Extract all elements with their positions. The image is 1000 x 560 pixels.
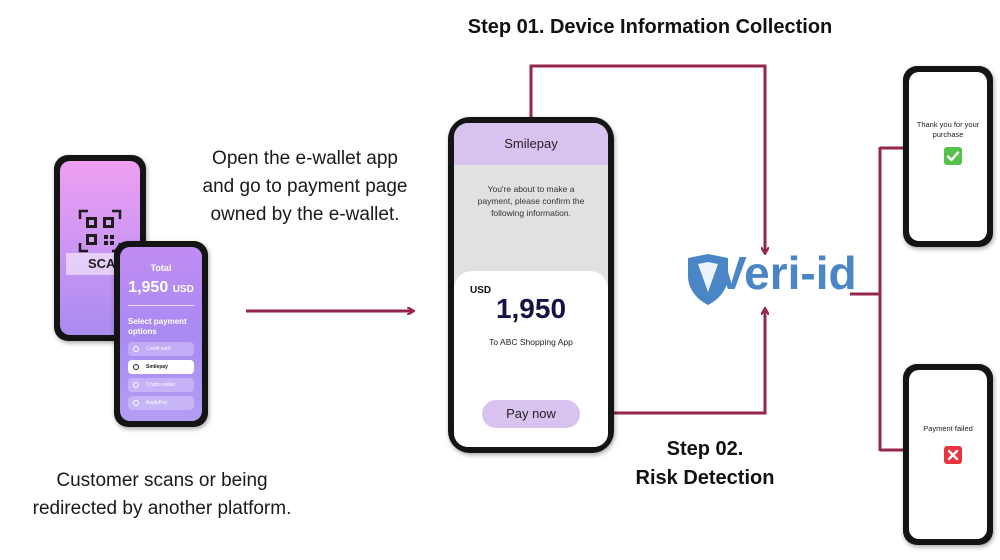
payment-option-crypto-wallet[interactable]: Crypto wallet — [128, 378, 194, 392]
caption-customer-scans: Customer scans or being redirected by an… — [0, 467, 324, 523]
connector-risk-detection — [580, 309, 765, 415]
connector-device-collection — [529, 64, 765, 253]
caption-line: Customer scans or being — [56, 470, 268, 491]
logo-text: Veri-id — [716, 247, 857, 299]
failure-message: Payment failed — [923, 424, 973, 433]
success-message: Thank you for your purchase — [916, 120, 980, 139]
option-label: Crypto wallet — [146, 382, 175, 388]
caption-line: Open the e-wallet app — [212, 148, 398, 169]
payment-recipient: To ABC Shopping App — [489, 337, 573, 347]
step1-title: Step 01. Device Information Collection — [467, 16, 833, 38]
veri-id-logo: Veri-id — [686, 247, 857, 310]
payment-currency: USD — [470, 285, 492, 296]
checkmark-icon — [944, 147, 962, 165]
option-label: Smilepay — [146, 364, 168, 370]
pay-now-button[interactable]: Pay now — [482, 400, 580, 428]
payment-option-applepay[interactable]: ApplePay — [128, 396, 194, 410]
caption-line: redirected by another platform. — [32, 498, 292, 519]
radio-icon — [133, 364, 139, 370]
option-label: ApplePay — [146, 400, 168, 406]
payment-option-credit-card[interactable]: Credit card — [128, 342, 194, 356]
card-icon — [133, 346, 139, 352]
shield-fingerprint-icon — [688, 254, 728, 305]
total-label: Total — [150, 263, 172, 273]
payment-amount: 1,950 — [495, 293, 567, 324]
divider — [128, 305, 194, 306]
success-phone: Thank you for your purchase — [903, 66, 993, 247]
caption-line: and go to payment page — [202, 176, 408, 197]
smilepay-screen: Smilepay You're about to make a payment,… — [454, 123, 608, 447]
apple-icon — [133, 400, 139, 406]
payment-option-smilepay[interactable]: Smilepay — [128, 360, 194, 374]
payment-options-screen: Total 1,950 USD Select payment options C… — [120, 247, 202, 421]
failure-screen: Payment failed — [909, 370, 987, 539]
smilepay-phone: Smilepay You're about to make a payment,… — [448, 117, 614, 453]
step2-number: Step 02. — [666, 438, 744, 460]
caption-line: owned by the e-wallet. — [210, 204, 400, 225]
option-label: Credit card — [146, 346, 171, 352]
payment-card: USD 1,950 To ABC Shopping App Pay now — [454, 271, 608, 447]
total-amount-value: 1,950 — [128, 279, 169, 296]
payment-options-phone: Total 1,950 USD Select payment options C… — [114, 241, 208, 427]
cross-icon — [944, 446, 962, 464]
confirmation-message: You're about to make a payment, please c… — [477, 184, 585, 218]
total-amount: 1,950 USD — [120, 279, 202, 297]
success-screen: Thank you for your purchase — [909, 72, 987, 241]
select-payment-label: Select payment options — [128, 317, 187, 336]
failure-phone: Payment failed — [903, 364, 993, 545]
total-currency: USD — [172, 284, 194, 295]
smilepay-header: Smilepay — [454, 123, 608, 165]
step2-name: Risk Detection — [635, 467, 775, 489]
caption-open-app: Open the e-wallet app and go to payment … — [170, 145, 440, 229]
step2-title: Step 02. Risk Detection — [610, 435, 800, 493]
wallet-icon — [133, 382, 139, 388]
